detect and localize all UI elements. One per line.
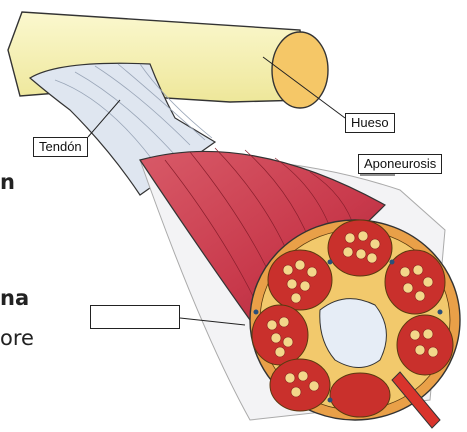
label-bone: Hueso [345,113,395,133]
label-aponeurosis: Aponeurosis [358,154,442,174]
label-tendon: Tendón [33,137,88,157]
label-blank [90,305,180,329]
